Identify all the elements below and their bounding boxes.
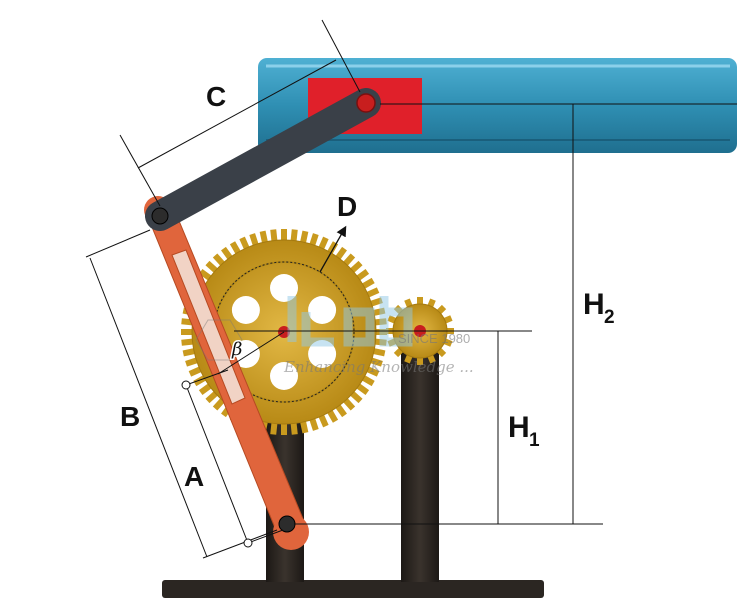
gear-tooth	[281, 229, 287, 246]
label-H1-subscript: 1	[529, 430, 540, 451]
connecting-link	[145, 88, 381, 231]
link-rocker-pivot	[151, 207, 169, 225]
label-H2: H 2	[583, 288, 615, 328]
link-slider-pivot	[356, 93, 376, 113]
rocker-arm-slot	[171, 249, 246, 405]
base-plate	[162, 580, 544, 598]
dimension-lines	[85, 19, 737, 559]
watermark-since: SINCE 1980	[398, 331, 470, 346]
watermark-hexagon-icon	[195, 319, 243, 361]
watermark-tagline: Enhancing Knowledge ...	[283, 358, 474, 376]
pitch-circle-arrow	[319, 225, 347, 273]
dimension-A-end-marker	[243, 538, 253, 548]
label-H1-main: H	[508, 411, 530, 444]
pitch-circle	[213, 261, 355, 403]
label-H2-subscript: 2	[604, 307, 615, 328]
watermark: SINCE 1980 Enhancing Knowledge ...	[195, 296, 474, 376]
watermark-logo-icon	[287, 296, 413, 347]
gear-hole	[270, 362, 298, 390]
small-gear-post	[401, 330, 439, 582]
label-C: C	[206, 81, 226, 112]
gear-tooth	[281, 418, 287, 435]
rocker-base-pivot	[278, 515, 296, 533]
label-A: A	[184, 461, 204, 492]
label-beta: β	[231, 339, 242, 360]
gear-hole	[308, 340, 337, 368]
gear-hole	[308, 296, 337, 324]
gear-hole	[231, 296, 260, 324]
label-D: D	[337, 191, 357, 222]
label-B: B	[120, 401, 140, 432]
dimension-A-start-marker	[181, 380, 191, 390]
label-H2-main: H	[583, 288, 605, 321]
label-H1: H 1	[508, 411, 540, 451]
gear-hole	[270, 274, 298, 302]
